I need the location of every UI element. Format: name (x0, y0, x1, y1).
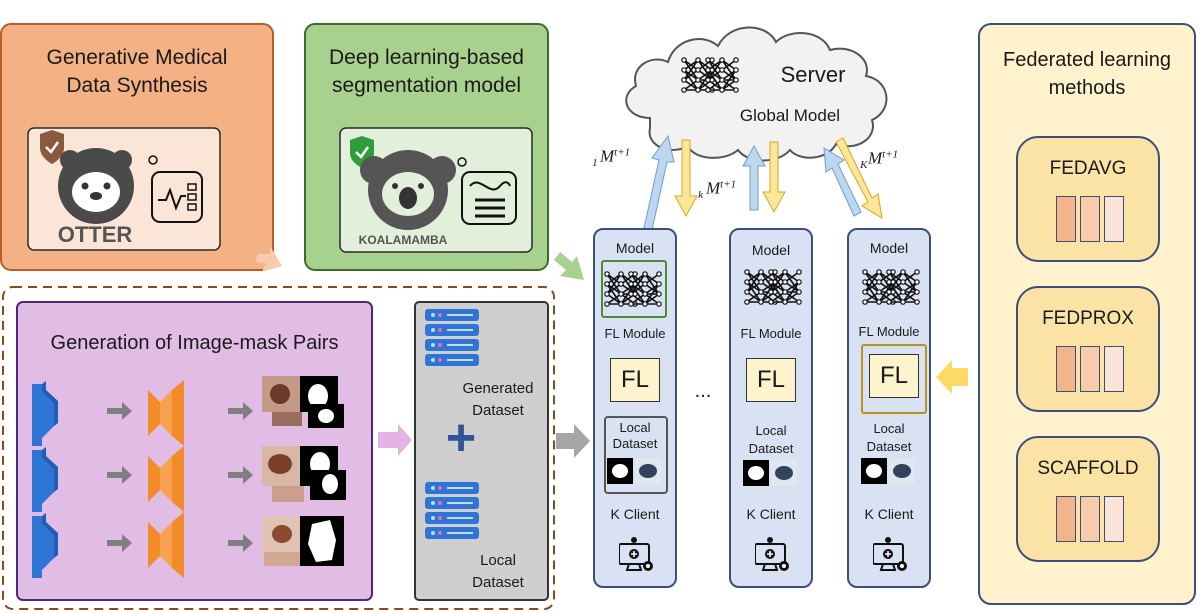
method-bar-1 (1056, 346, 1076, 392)
arrow-download-k (762, 141, 786, 214)
method-name: FEDAVG (1049, 158, 1127, 179)
k-client-label: K Client (864, 506, 914, 522)
arrow-upload-1 (643, 134, 675, 231)
pair-row-3 (32, 512, 344, 578)
method-scaffold: SCAFFOLD (1016, 436, 1160, 562)
arrow-upload-k (742, 144, 766, 211)
method-fedavg: FEDAVG (1016, 136, 1160, 262)
gear-icon (148, 155, 158, 165)
fl-module-label: FL Module (604, 326, 666, 341)
plus-sign: + (445, 409, 477, 467)
arrow-download-K (835, 137, 883, 219)
arrow-synthesis-down (255, 246, 282, 272)
fl-highlight (861, 344, 927, 414)
network-icon (743, 268, 803, 306)
arrow-upload-K (823, 147, 862, 217)
method-name: SCAFFOLD (1037, 458, 1139, 479)
method-name: FEDPROX (1042, 308, 1134, 329)
fl-box: FL (869, 354, 919, 398)
dataset-panel (414, 301, 549, 601)
server-label: Server (780, 62, 846, 87)
skin-sample-icon (607, 458, 661, 484)
global-model-label: Global Model (739, 106, 841, 125)
fl-module-label: FL Module (740, 326, 802, 341)
method-bar-3 (1104, 196, 1124, 242)
method-bar-2 (1080, 346, 1100, 392)
client-computer-icon (873, 536, 908, 572)
client-model-label: Model (615, 240, 655, 256)
koala-logo-text: KOALAMAMBA (358, 233, 448, 247)
method-fedprox: FEDPROX (1016, 286, 1160, 412)
method-bar-2 (1080, 496, 1100, 542)
shield-icon (40, 130, 64, 164)
skin-sample-icon (743, 460, 797, 486)
arrow-pairs-to-dataset (378, 424, 412, 456)
client-model-label: Model (751, 242, 791, 258)
method-bar-1 (1056, 496, 1076, 542)
pairs-title: Generation of Image-mask Pairs (50, 332, 339, 354)
pair-row-1 (32, 376, 344, 446)
arrow-methods-to-client (936, 360, 968, 394)
client-computer-icon (755, 536, 790, 572)
fl-box: FL (746, 358, 796, 402)
pair-row-2 (32, 446, 346, 512)
model-highlight (601, 260, 667, 318)
skin-sample-icon (861, 458, 915, 484)
arrow-download-1 (674, 139, 698, 218)
network-icon (603, 270, 663, 308)
arrow-dataset-to-client (556, 424, 590, 458)
method-bar-2 (1080, 196, 1100, 242)
sequence-icon (461, 171, 517, 225)
client-model-label: Model (869, 240, 909, 256)
network-icon (861, 268, 921, 306)
otter-logo-text: OTTER (57, 222, 133, 247)
fl-module-label: FL Module (858, 324, 920, 339)
local-dataset-highlight (604, 416, 668, 494)
method-bar-3 (1104, 346, 1124, 392)
client-computer-icon (619, 536, 654, 572)
fl-box: FL (610, 358, 660, 402)
k-client-label: K Client (610, 506, 660, 522)
ellipsis: ... (694, 380, 712, 402)
dashed-group (2, 286, 555, 610)
method-bar-3 (1104, 496, 1124, 542)
k-client-label: K Client (746, 506, 796, 522)
flowchart-icon (151, 171, 203, 223)
server-cloud (625, 26, 888, 162)
arrow-segmentation-to-client (554, 252, 584, 280)
method-bar-1 (1056, 196, 1076, 242)
